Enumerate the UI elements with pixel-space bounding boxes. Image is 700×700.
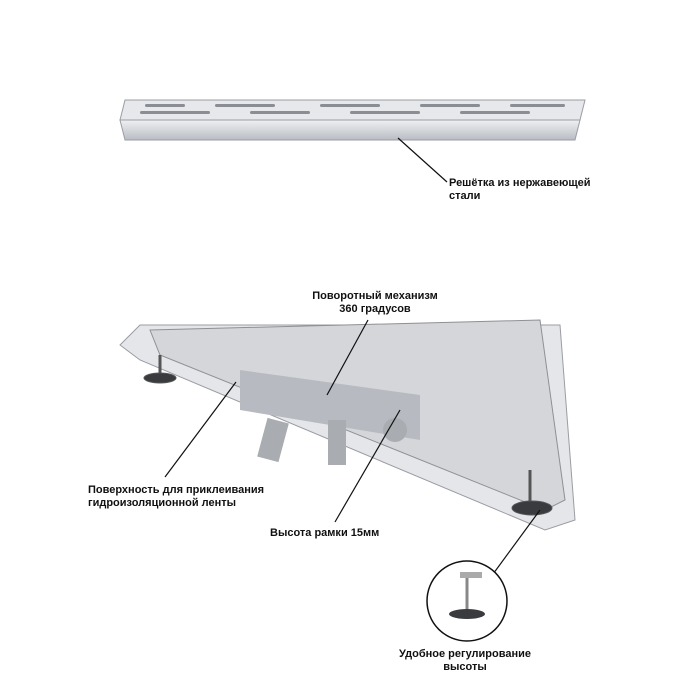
label-line: стали	[449, 190, 481, 202]
label-line: Поворотный механизм	[312, 290, 438, 302]
label-line: гидроизоляционной ленты	[88, 497, 237, 509]
drain-assembly	[119, 319, 576, 531]
label-line: Поверхность для приклеивания	[88, 484, 265, 496]
label-line: Удобное регулирование	[398, 648, 532, 660]
label-frame-height: Высота рамки 15мм	[270, 527, 380, 539]
top-grate	[119, 99, 586, 141]
label-line: 360 градусов	[339, 303, 411, 315]
pointer-lines	[164, 319, 541, 586]
pointer-line	[397, 137, 448, 183]
inset-circle	[426, 560, 508, 642]
label-line: Решётка из нержавеющей	[449, 177, 591, 189]
label-line: высоты	[443, 661, 487, 673]
